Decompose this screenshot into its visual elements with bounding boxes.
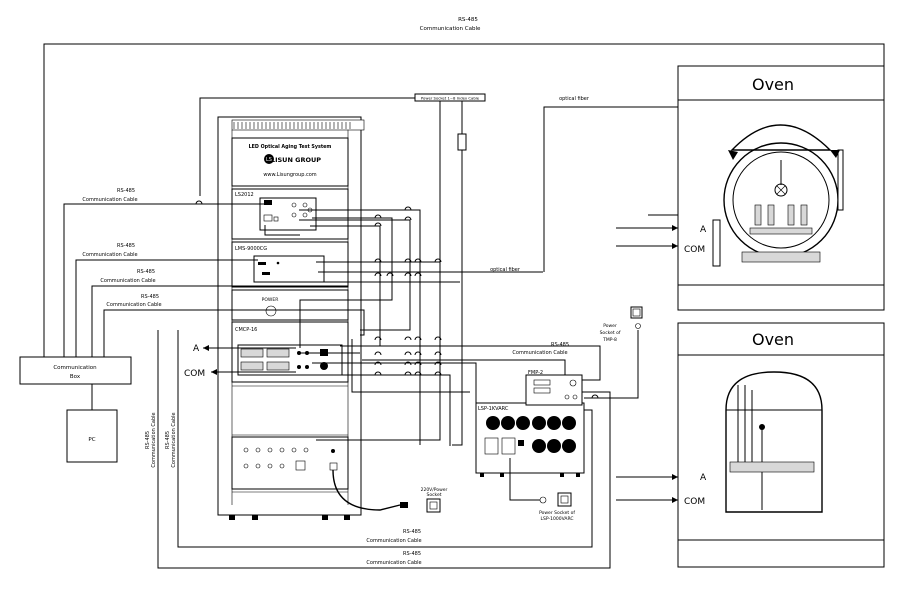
rs485-bottom-2 (157, 330, 611, 569)
power-socket-index-cable-label: Power Socket 1~8 Index Cable (421, 96, 480, 101)
power-socket-tmp-label-1: Power (603, 323, 617, 329)
oven-top-com: COM (684, 245, 705, 255)
power-socket-lsp-label-1: Power Socket of (539, 510, 575, 516)
fmp-unit: FMP-2 (525, 370, 583, 406)
top-rs485-label: RS-485 (458, 17, 478, 23)
power-socket-220v (426, 498, 441, 513)
lsp-unit: LSP-1KVARC (475, 402, 585, 477)
communication-box (19, 356, 132, 385)
rs485-label-lms: RS-485 (117, 243, 135, 249)
rs485-label-cmcp: RS-485 (141, 294, 159, 300)
oven-top: Oven A COM (677, 65, 885, 311)
comm-cable-label-cmcp: Communication Cable (106, 302, 161, 308)
rs485-label-ls2012: RS-485 (117, 188, 135, 194)
pc-box (66, 409, 118, 463)
comm-cable-label-ls2012: Communication Cable (82, 197, 137, 203)
comm-cable-label-bottom-2: Communication Cable (366, 560, 421, 566)
comm-cable-label-power: Communication Cable (100, 278, 155, 284)
cabinet-website: www.Lisungroup.com (263, 172, 316, 178)
arrow-left-icon (203, 345, 209, 351)
oven-bottom-a: A (700, 473, 707, 483)
comm-cable-label-lsp: Communication Cable (512, 350, 567, 356)
arrow-right-icon (672, 225, 678, 231)
power-220-label-1: 220V/Power (421, 487, 448, 493)
rs485-bottom-1 (177, 330, 593, 548)
arrow-left-icon (211, 369, 217, 375)
oven-top-title: Oven (752, 75, 794, 94)
lms-label: LMS-9000CG (235, 246, 267, 252)
comm-cable-vertical-2: Communication Cable (171, 412, 177, 467)
power-plug-icon (400, 502, 408, 508)
arrow-right-icon (672, 474, 678, 480)
lsp-label: LSP-1KVARC (478, 406, 509, 412)
optical-fiber-label-top: optical fiber (559, 96, 590, 102)
communication-box-label-1: Communication (53, 365, 97, 371)
signal-a-left: A (193, 344, 200, 354)
rs485-label-power: RS-485 (137, 269, 155, 275)
power-socket-lsp-label-2: LSP-1000VARC (541, 516, 574, 522)
power-socket-lsp (557, 492, 572, 507)
power-panel (231, 289, 349, 321)
rs485-label-lsp: RS-485 (551, 342, 569, 348)
rs485-vertical-2: RS-485 (165, 431, 171, 449)
svg-text:LS: LS (266, 157, 272, 163)
rs485-label-bottom-1: RS-485 (403, 529, 421, 535)
arrow-right-icon (672, 497, 678, 503)
rs485-vertical-1: RS-485 (145, 431, 151, 449)
rs485-label-bottom-2: RS-485 (403, 551, 421, 557)
cabinet-title: LED Optical Aging Test System (249, 144, 332, 150)
socket-panel (231, 436, 349, 490)
brand-logo-icon (264, 154, 274, 164)
oven-top-a: A (700, 225, 707, 235)
power-label: POWER (262, 297, 279, 303)
oven-bottom: Oven A COM (677, 322, 885, 568)
power-socket-tmp-label-2: Socket of (600, 330, 621, 336)
cabinet-brand: LISUN GROUP (271, 156, 321, 164)
arrow-right-icon (672, 243, 678, 249)
top-comm-cable-label: Communication Cable (420, 26, 481, 32)
signal-com-left: COM (184, 369, 205, 379)
comm-cable-label-bottom-1: Communication Cable (366, 538, 421, 544)
oven-bottom-com: COM (684, 497, 705, 507)
power-socket-tmp-label-3: TMP-8 (602, 337, 617, 343)
comm-cable-vertical-1: Communication Cable (151, 412, 157, 467)
cabinet-vent (233, 122, 351, 129)
optical-fiber-label-bottom: optical fiber (490, 267, 521, 273)
power-socket-tmp (630, 306, 643, 319)
cmcp-label: CMCP-16 (235, 327, 257, 333)
power-220-label-2: Socket (426, 492, 441, 498)
oven-bottom-title: Oven (752, 330, 794, 349)
power-switch-icon (265, 305, 277, 317)
ls2012-label: LS2012 (235, 192, 254, 198)
test-cabinet: LED Optical Aging Test System LS LISUN G… (217, 116, 365, 520)
comm-cable-label-lms: Communication Cable (82, 252, 137, 258)
pc-label: PC (88, 437, 95, 443)
fuse-icon (457, 133, 467, 151)
communication-box-label-2: Box (70, 374, 81, 380)
fmp-label: FMP-2 (528, 370, 543, 376)
